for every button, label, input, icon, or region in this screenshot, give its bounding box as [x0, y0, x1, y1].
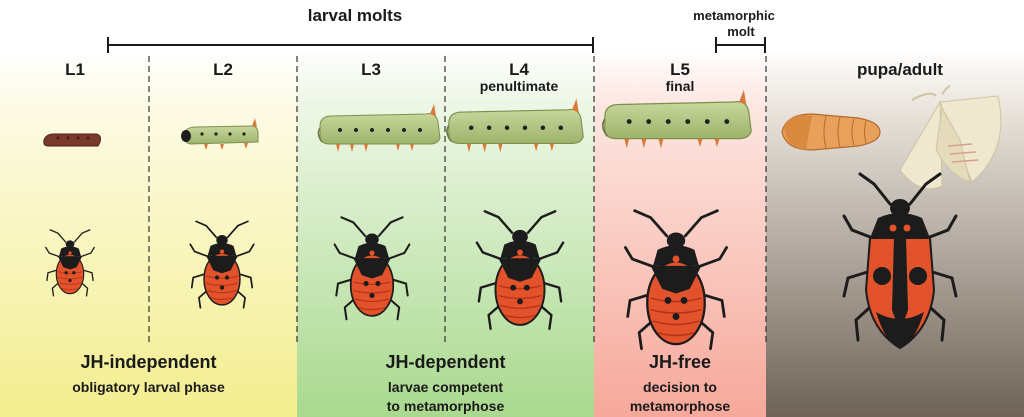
- stage-label-l4: L4: [509, 60, 529, 79]
- larval-molts-label: larval molts: [307, 6, 403, 25]
- stage-sublabel-l4: penultimate: [479, 78, 559, 94]
- moth: [899, 85, 1002, 190]
- phase-desc-jh-independent: obligatory larval phase: [72, 379, 225, 395]
- phase-title-jh-dependent: JH-dependent: [385, 352, 506, 372]
- stage-label-l3: L3: [361, 60, 381, 79]
- metamorphic-molt-label-line1: metamorphic: [693, 8, 775, 23]
- stage-dividers: [148, 56, 767, 345]
- caterpillar-l1: [43, 133, 101, 147]
- metamorphic-molt-bracket: [715, 37, 766, 53]
- stage-label-adult: pupa/adult: [857, 60, 943, 79]
- caterpillar-l2: [181, 118, 259, 150]
- stage-label-l1: L1: [65, 60, 85, 79]
- stage-sublabel-l5: final: [665, 78, 695, 94]
- phase-title-jh-free: JH-free: [648, 352, 712, 372]
- phase-title-jh-independent: JH-independent: [80, 352, 217, 372]
- phase-desc-jh-dependent-line1: larvae competent: [387, 379, 504, 395]
- phase-desc-jh-free-line1: decision to: [643, 379, 717, 395]
- phase-desc-jh-dependent-line2: to metamorphose: [386, 398, 505, 414]
- stage-label-l2: L2: [213, 60, 233, 79]
- metamorphic-molt-label-line2: molt: [727, 24, 755, 39]
- pupa: [781, 113, 881, 151]
- phase-desc-jh-free-line2: metamorphose: [629, 398, 731, 414]
- stage-label-l5: L5: [670, 60, 690, 79]
- larval-molts-bracket: [107, 37, 594, 53]
